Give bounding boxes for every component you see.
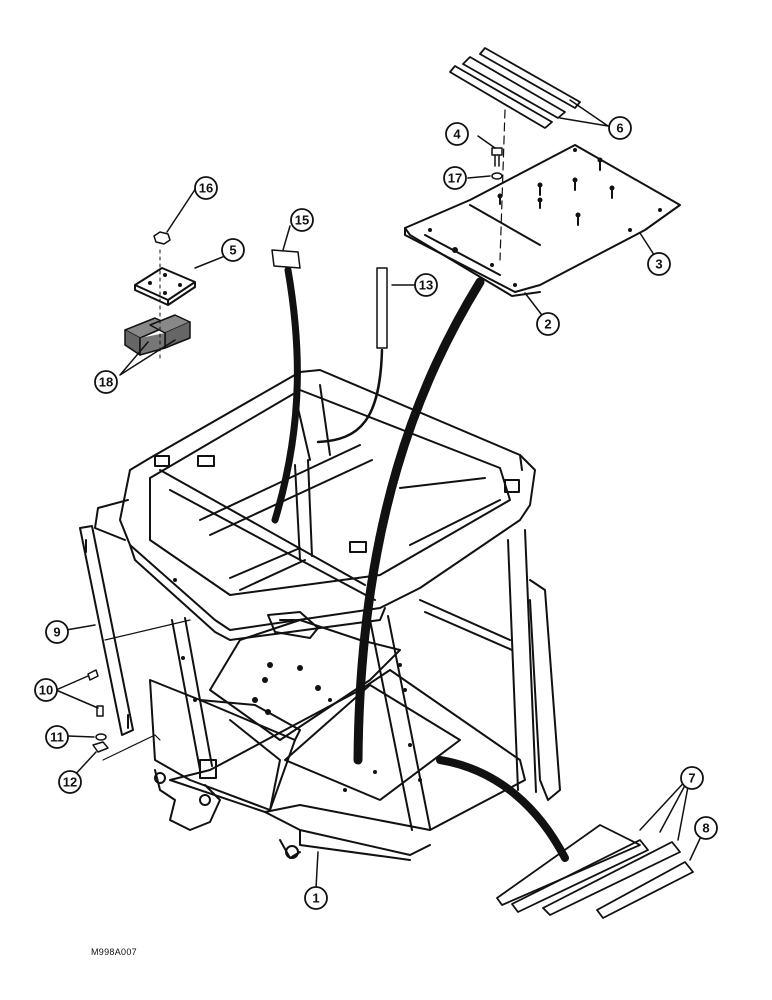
callout-label-5: 5 bbox=[229, 243, 236, 258]
leader-12-bracket bbox=[102, 734, 161, 761]
callout-10 bbox=[34, 678, 58, 702]
roof-bracket-2 bbox=[349, 541, 367, 553]
callout-18 bbox=[94, 370, 118, 394]
dash-panel-side bbox=[199, 699, 301, 811]
roof-bracket-4 bbox=[504, 479, 520, 493]
post-front-left bbox=[171, 617, 213, 771]
roof-frame-inner bbox=[149, 389, 511, 596]
callout-13 bbox=[414, 273, 438, 297]
nut-16 bbox=[153, 231, 171, 245]
floor-mat-studs bbox=[428, 148, 662, 287]
post-rear-right bbox=[507, 529, 537, 793]
callout-label-18: 18 bbox=[99, 375, 113, 390]
frame-holes bbox=[173, 578, 472, 792]
callout-11 bbox=[45, 725, 69, 749]
callout-label-15: 15 bbox=[295, 213, 309, 228]
figure-code: M998A007 bbox=[91, 947, 137, 957]
lower-mount-bracket bbox=[154, 769, 221, 831]
callout-16 bbox=[194, 176, 218, 200]
callout-17 bbox=[443, 166, 467, 190]
right-mid-rail bbox=[419, 599, 513, 651]
floor-front-rail bbox=[264, 811, 431, 861]
roof-crossbar-5 bbox=[229, 547, 306, 591]
callout-15 bbox=[290, 208, 314, 232]
callout-label-11: 11 bbox=[50, 730, 64, 745]
leader-7 bbox=[436, 756, 569, 862]
roof-bracket-1 bbox=[197, 455, 215, 467]
strips-6 bbox=[449, 47, 581, 129]
callout-label-4: 4 bbox=[453, 127, 461, 142]
callout-3 bbox=[647, 252, 671, 276]
callout-label-9: 9 bbox=[53, 625, 60, 640]
callout-label-16: 16 bbox=[199, 181, 213, 196]
roof-crossbar-4 bbox=[399, 477, 501, 546]
roof-bracket-3 bbox=[154, 455, 170, 467]
callout-1 bbox=[304, 886, 328, 910]
floor-mat-top bbox=[404, 144, 681, 293]
callout-bubbles bbox=[34, 116, 718, 910]
callout-label-17: 17 bbox=[448, 171, 462, 186]
roof-crossbar-3 bbox=[199, 444, 373, 536]
leader-curves bbox=[271, 266, 569, 862]
callout-4 bbox=[445, 122, 469, 146]
floor-plate bbox=[209, 619, 401, 741]
mount-hole-1 bbox=[154, 772, 166, 784]
callout-label-6: 6 bbox=[616, 121, 623, 136]
rear-handle bbox=[94, 499, 129, 541]
strip-8 bbox=[596, 861, 694, 919]
post-front-right bbox=[369, 615, 431, 831]
screw-10a bbox=[87, 669, 99, 681]
floor-opening bbox=[284, 684, 461, 801]
roof-crossbar-1 bbox=[159, 469, 376, 601]
floor-mat bbox=[404, 144, 681, 297]
callout-label-2: 2 bbox=[544, 317, 551, 332]
plate-5 bbox=[134, 267, 196, 306]
nut-12 bbox=[92, 741, 109, 753]
floor-frame bbox=[169, 669, 526, 831]
pads-18 bbox=[124, 314, 191, 356]
roof-frame-outer bbox=[119, 369, 536, 631]
mount-hole-2 bbox=[199, 794, 211, 806]
washer-17 bbox=[491, 172, 503, 180]
rail-9 bbox=[79, 525, 134, 736]
label-13-strip bbox=[376, 267, 388, 349]
strips-7 bbox=[496, 824, 681, 916]
callout-label-7: 7 bbox=[688, 771, 695, 786]
callout-8 bbox=[694, 816, 718, 840]
bolt-4 bbox=[491, 147, 503, 167]
callout-label-12: 12 bbox=[63, 775, 77, 790]
callout-6 bbox=[608, 116, 632, 140]
callout-12 bbox=[58, 770, 82, 794]
callouts bbox=[55, 99, 705, 889]
screw-10b bbox=[96, 705, 104, 717]
roof-front-lip bbox=[129, 544, 386, 641]
leader-15 bbox=[271, 266, 301, 524]
callout-7 bbox=[680, 766, 704, 790]
callout-labels: 1 2 3 4 5 6 7 8 9 10 11 12 13 15 16 17 1… bbox=[39, 121, 710, 906]
right-side-bar bbox=[529, 579, 561, 801]
callout-label-10: 10 bbox=[39, 683, 53, 698]
leader-9-line bbox=[104, 619, 191, 641]
cab-frame bbox=[94, 369, 561, 861]
dash-panel-cutout bbox=[199, 759, 217, 779]
center-line bbox=[499, 109, 506, 261]
callout-label-8: 8 bbox=[702, 821, 709, 836]
post-rear-left bbox=[294, 459, 313, 561]
washer-11 bbox=[95, 733, 107, 741]
label-15 bbox=[271, 249, 301, 269]
leader-2 bbox=[353, 277, 485, 765]
floor-mat-fold bbox=[424, 204, 541, 276]
callout-label-1: 1 bbox=[312, 891, 319, 906]
front-lug-hole bbox=[285, 845, 299, 859]
callout-2 bbox=[536, 312, 560, 336]
leader-13 bbox=[316, 348, 384, 444]
callout-5 bbox=[221, 238, 245, 262]
callout-9 bbox=[45, 620, 69, 644]
callout-label-3: 3 bbox=[655, 257, 662, 272]
callout-label-13: 13 bbox=[419, 278, 433, 293]
